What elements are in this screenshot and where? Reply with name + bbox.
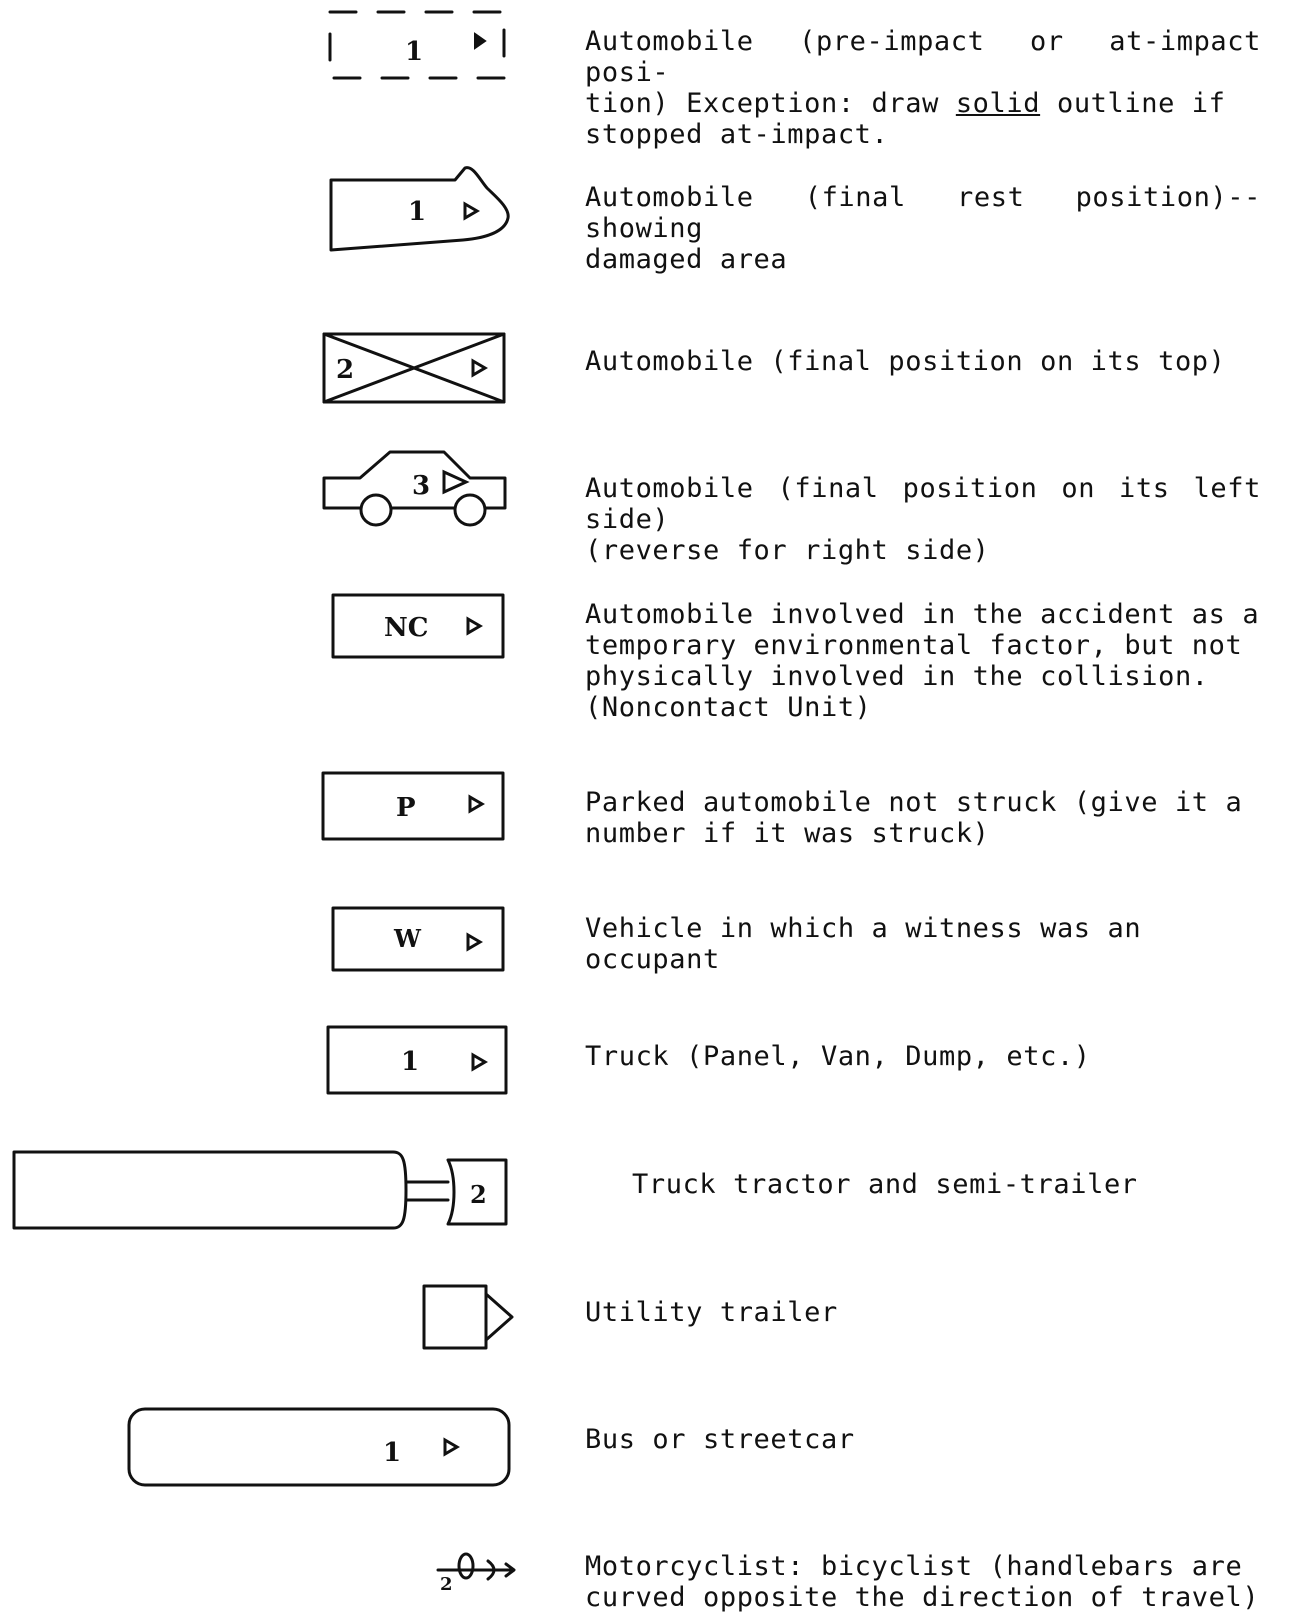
vehicle-number-label: 1 — [383, 1438, 401, 1468]
overturned-vehicle-icon: 2 — [320, 330, 510, 408]
vehicle-number-label: 2 — [440, 1574, 453, 1595]
vehicle-number-label: P — [396, 793, 416, 823]
description-witness: Vehicle in which a witness was an occupa… — [585, 913, 1142, 975]
tractor-trailer-icon: 2 — [8, 1148, 513, 1232]
description-final-rest: Automobile (final rest position)--showin… — [585, 182, 1261, 275]
direction-triangle-icon — [468, 619, 480, 633]
utility-trailer-icon — [420, 1282, 520, 1354]
direction-triangle-icon — [473, 1055, 485, 1069]
description-left-side: Automobile (final position on its left s… — [585, 473, 1261, 566]
vehicle-number-label: 3 — [412, 471, 430, 501]
direction-triangle-icon — [468, 935, 480, 949]
description-motorcyclist: Motorcyclist: bicyclist (handlebars are … — [585, 1551, 1260, 1613]
vehicle-number-label: W — [393, 924, 422, 953]
bus-icon: 1 — [125, 1405, 515, 1489]
vehicle-number-label: 1 — [405, 37, 423, 67]
vehicle-number-label: 2 — [470, 1180, 487, 1209]
vehicle-number-label: NC — [384, 613, 428, 643]
description-noncontact: Automobile involved in the accident as a… — [585, 599, 1260, 723]
parked-vehicle-icon: P — [320, 770, 510, 844]
noncontact-vehicle-icon: NC — [330, 592, 510, 662]
direction-triangle-icon — [475, 34, 485, 48]
direction-triangle-icon — [470, 797, 482, 811]
witness-vehicle-icon: W — [330, 905, 510, 975]
side-view-car-icon: 3 — [320, 448, 515, 530]
description-tractor-semi: Truck tractor and semi-trailer — [632, 1169, 1138, 1200]
description-parked: Parked automobile not struck (give it a … — [585, 787, 1243, 849]
description-bus: Bus or streetcar — [585, 1424, 855, 1455]
motorcycle-icon: 2 — [436, 1548, 526, 1595]
vehicle-number-label: 1 — [408, 197, 426, 227]
description-truck: Truck (Panel, Van, Dump, etc.) — [585, 1041, 1091, 1072]
truck-icon: 1 — [325, 1024, 510, 1096]
damaged-vehicle-icon: 1 — [325, 160, 515, 260]
direction-triangle-icon — [444, 472, 466, 492]
description-utility-trailer: Utility trailer — [585, 1297, 838, 1328]
description-on-top: Automobile (final position on its top) — [585, 346, 1226, 377]
vehicle-number-label: 1 — [401, 1047, 419, 1077]
vehicle-number-label: 2 — [336, 355, 354, 385]
direction-triangle-icon — [465, 204, 477, 218]
direction-triangle-icon — [473, 361, 485, 375]
direction-triangle-icon — [445, 1440, 457, 1454]
description-pre-impact: Automobile (pre-impact or at-impact posi… — [585, 26, 1261, 150]
dashed-vehicle-icon: 1 — [325, 6, 515, 86]
